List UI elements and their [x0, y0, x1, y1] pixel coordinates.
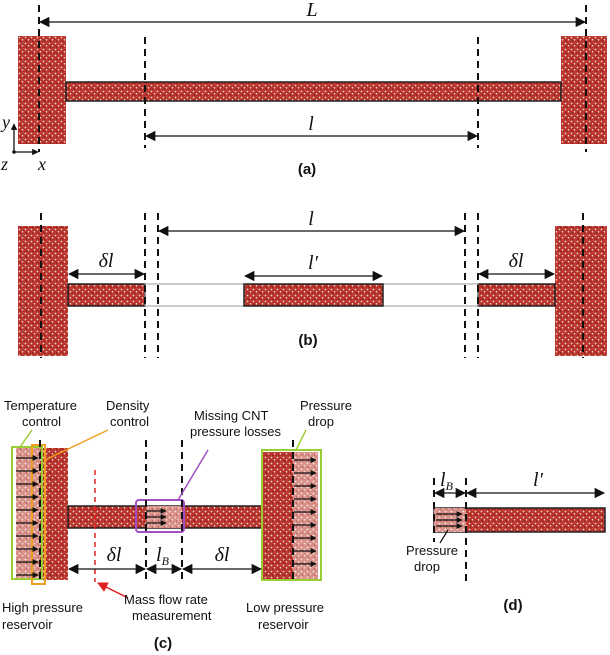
panel-label-c: (c): [154, 635, 172, 652]
density-control-label: Density control: [106, 398, 153, 429]
pressure-drop-box: [261, 449, 322, 581]
l-prime-symbol-b: l′: [308, 252, 319, 274]
pressure-drop-leader-d: [439, 529, 449, 544]
x-axis-label: x: [37, 154, 46, 174]
delta-l-symbol-left-b: δl: [99, 250, 114, 272]
delta-l-symbol-left-c: δl: [107, 544, 122, 566]
nanotube-right-stub-b: [477, 283, 556, 307]
panel-label-a: (a): [298, 161, 316, 178]
density-leader: [44, 429, 109, 461]
pressure-drop-leader: [295, 429, 307, 451]
left-control-band-c: [16, 448, 40, 580]
delta-l-symbol-right-c: δl: [215, 544, 230, 566]
l-b-symbol-d: lB: [440, 469, 454, 493]
left-reservoir-b: [18, 226, 68, 356]
mass-flow-leader: [97, 582, 129, 599]
density-control-box: [31, 444, 46, 585]
l-symbol-b: l: [308, 208, 314, 230]
L-symbol: L: [305, 0, 317, 21]
missing-cnt-leader: [177, 449, 209, 501]
pressure-drop-label-d: Pressure drop: [406, 543, 462, 574]
temperature-control-label: Temperature control: [4, 398, 81, 429]
low-pressure-label: Low pressure reservoir: [246, 600, 328, 632]
panel-c: δl lB δl Temperature control Density con…: [2, 398, 356, 652]
pressure-arrows-d: [436, 511, 463, 529]
y-axis-label: y: [0, 112, 10, 132]
left-reservoir-a: [18, 36, 66, 144]
pressure-arrows-left: [16, 455, 39, 578]
l-prime-symbol-d: l′: [533, 469, 544, 491]
high-pressure-label: High pressure reservoir: [2, 600, 87, 632]
panel-label-b: (b): [298, 332, 317, 349]
pressure-arrows-entry: [146, 508, 167, 526]
panel-d: lB l′ Pressure drop (d): [406, 469, 606, 614]
delta-l-symbol-right-b: δl: [509, 250, 524, 272]
right-reservoir-a: [561, 36, 607, 144]
panel-a: L l y x z (a): [0, 0, 607, 178]
pressure-arrows-right: [294, 457, 317, 567]
nanotube-left-stub-b: [67, 283, 146, 307]
z-axis-label: z: [0, 154, 8, 174]
missing-cnt-box: [135, 499, 185, 533]
coordinate-axes: y x z: [0, 112, 46, 174]
panel-label-d: (d): [503, 597, 522, 614]
right-pressure-band-c: [293, 452, 318, 580]
temperature-leader: [19, 429, 33, 448]
l-b-symbol-c: lB: [156, 544, 170, 568]
nanotube-a: [65, 81, 562, 102]
mass-flow-label: Mass flow rate measurement: [124, 592, 212, 623]
pressure-drop-label-c: Pressure drop: [300, 398, 356, 429]
panel-b: l δl δl l′ (b): [18, 208, 607, 358]
right-reservoir-b: [555, 226, 607, 356]
missing-cnt-label: Missing CNT pressure losses: [190, 408, 282, 439]
temperature-control-box: [11, 446, 43, 580]
nanotube-middle-b: [243, 283, 384, 307]
l-symbol-a: l: [308, 113, 314, 135]
